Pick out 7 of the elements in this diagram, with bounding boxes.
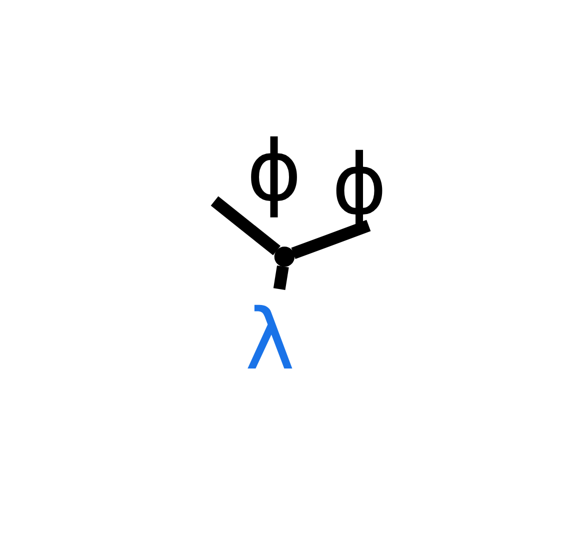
edge-label: ϕ [332,135,388,234]
node-point [274,246,295,266]
connector [210,196,280,255]
connector [273,265,289,290]
edge-label: ϕ [246,122,302,220]
node-text: λ [245,290,295,388]
connector [291,219,371,259]
